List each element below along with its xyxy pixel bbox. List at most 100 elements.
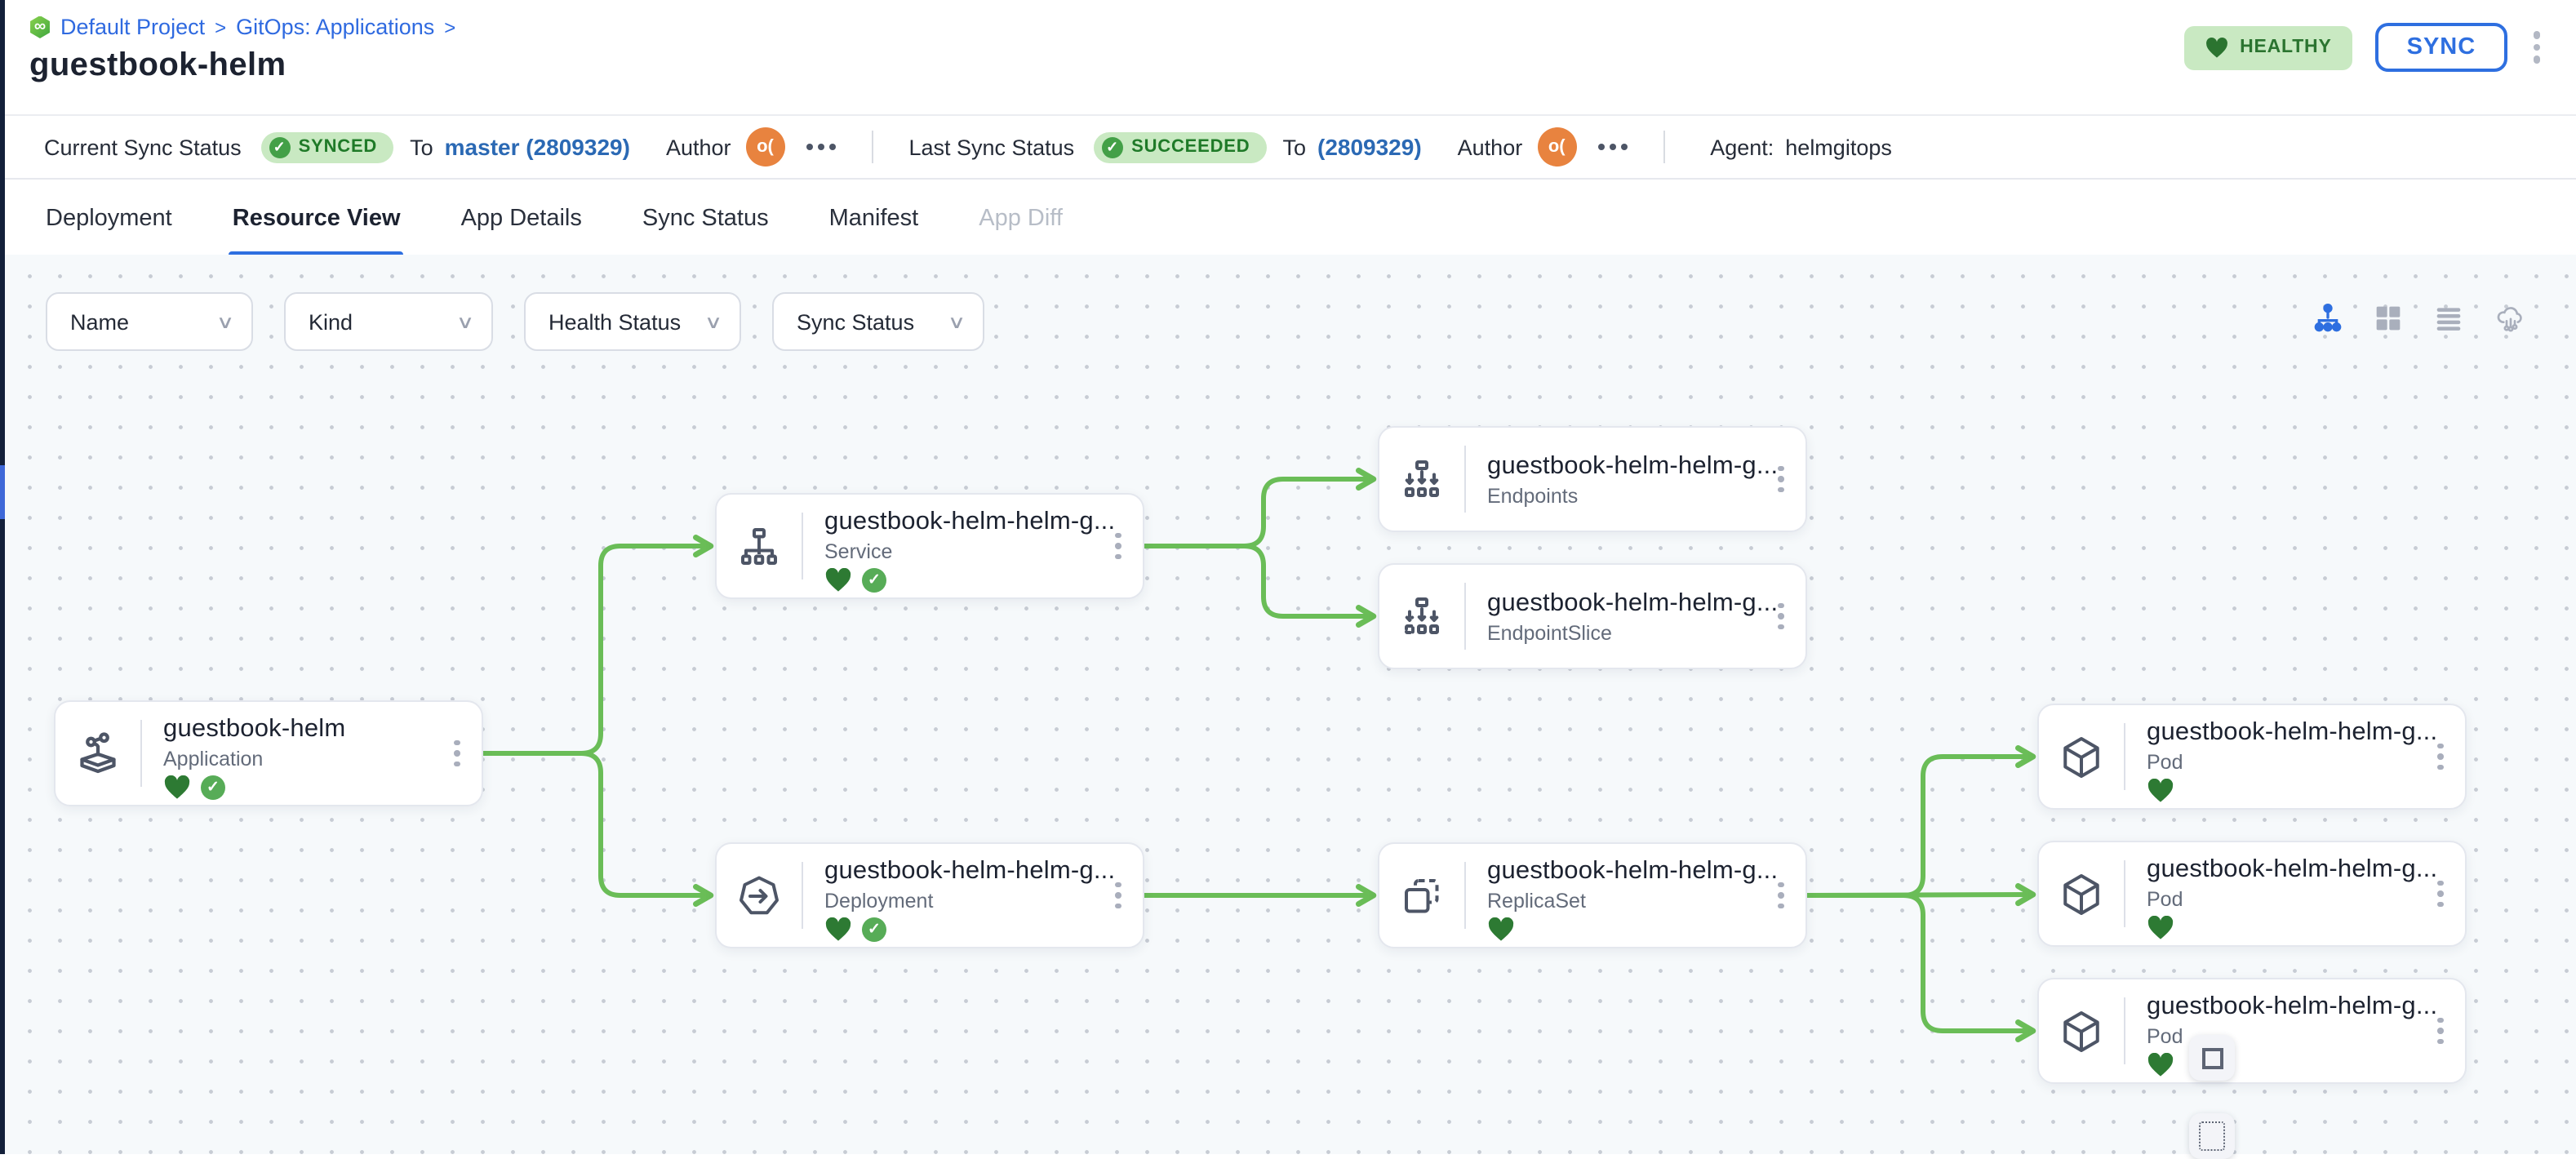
node-kind: Pod	[2147, 1025, 2183, 1048]
node-kind: Application	[163, 748, 264, 770]
check-circle-icon: ✓	[269, 136, 291, 158]
edge-rs-to-pod3	[1805, 893, 2036, 1042]
tab-resource-view[interactable]: Resource View	[229, 180, 404, 256]
chevron-down-icon: ∨	[704, 313, 723, 332]
node-title: guestbook-helm-helm-g...	[1487, 857, 1779, 885]
application-icon	[56, 702, 140, 805]
node-more-menu-icon[interactable]	[1115, 532, 1121, 560]
node-title: guestbook-helm-helm-g...	[824, 857, 1116, 885]
breadcrumb-separator: >	[215, 16, 227, 38]
tab-manifest[interactable]: Manifest	[828, 205, 919, 231]
region-select-button[interactable]	[2189, 1113, 2235, 1159]
agent-value: helmgitops	[1785, 135, 1892, 159]
divider	[1663, 131, 1665, 163]
node-kind: ReplicaSet	[1487, 890, 1586, 913]
node-more-menu-icon[interactable]	[2437, 880, 2444, 908]
resource-tree-edges	[481, 468, 2036, 1042]
commit-more-icon[interactable]	[806, 144, 836, 150]
header-more-menu-icon[interactable]	[2529, 28, 2543, 66]
healthy-heart-icon	[164, 775, 190, 799]
author-avatar[interactable]: o(	[745, 127, 785, 167]
filter-label: Health Status	[549, 309, 682, 334]
health-badge-label: HEALTHY	[2240, 38, 2332, 57]
healthy-heart-icon	[2147, 1053, 2174, 1077]
node-title: guestbook-helm	[163, 715, 346, 743]
node-title: guestbook-helm-helm-g...	[2147, 855, 2438, 883]
fit-screen-icon	[2201, 1047, 2223, 1068]
node-more-menu-icon[interactable]	[1115, 881, 1121, 909]
resource-node-endpoints[interactable]: guestbook-helm-helm-g...Endpoints	[1378, 426, 1807, 532]
breadcrumb: ∞ Default Project > GitOps: Applications…	[29, 0, 2576, 39]
resource-node-pod[interactable]: guestbook-helm-helm-g...Pod	[2037, 978, 2467, 1084]
synced-badge: ✓ SYNCED	[260, 131, 394, 162]
divider	[802, 862, 803, 929]
endpointslice-icon	[1379, 565, 1464, 668]
tree-view-icon[interactable]	[2312, 302, 2344, 335]
author-label: Author	[1457, 135, 1523, 159]
tab-app-diff: App Diff	[979, 205, 1063, 231]
synced-check-icon: ✓	[862, 917, 886, 942]
chevron-down-icon: ∨	[215, 313, 235, 332]
filter-name[interactable]: Name∨	[46, 292, 253, 351]
node-title: guestbook-helm-helm-g...	[2147, 718, 2438, 746]
deployment-icon	[717, 844, 802, 947]
last-sync-label: Last Sync Status	[908, 135, 1075, 159]
edge-app-to-dep	[481, 751, 714, 907]
node-status-icons	[1487, 917, 1778, 942]
tab-sync-status[interactable]: Sync Status	[642, 205, 769, 231]
filter-kind[interactable]: Kind ∨	[284, 292, 493, 351]
to-label: To	[410, 135, 433, 159]
view-mode-switcher	[2312, 302, 2525, 335]
node-kind: Endpoints	[1487, 484, 1579, 507]
endpoints-icon	[1379, 428, 1464, 531]
node-more-menu-icon[interactable]	[2437, 743, 2444, 770]
divider	[140, 720, 142, 787]
tab-bar: Deployment Resource View App Details Sync S…	[0, 180, 2576, 258]
node-more-menu-icon[interactable]	[1778, 602, 1784, 630]
node-more-menu-icon[interactable]	[1778, 881, 1784, 909]
node-status-icons: ✓	[163, 775, 345, 800]
resource-tree-canvas[interactable]: Name∨ Kind ∨ Health Status ∨ Sync Status∨ gue…	[0, 255, 2576, 1159]
resource-node-service[interactable]: guestbook-helm-helm-g...Service✓	[715, 493, 1144, 599]
node-more-menu-icon[interactable]	[454, 739, 460, 767]
node-status-icons	[2147, 779, 2437, 803]
node-status-icons: ✓	[824, 917, 1115, 942]
divider	[2124, 723, 2125, 790]
succeeded-badge: ✓ SUCCEEDED	[1094, 131, 1267, 162]
filter-health-status[interactable]: Health Status ∨	[524, 292, 741, 351]
fit-screen-button[interactable]	[2189, 1035, 2235, 1081]
node-kind: Deployment	[824, 890, 934, 913]
sync-button[interactable]: SYNC	[2375, 23, 2507, 72]
breadcrumb-separator: >	[444, 16, 456, 38]
node-more-menu-icon[interactable]	[1778, 465, 1784, 493]
resource-node-deployment[interactable]: guestbook-helm-helm-g... Deployment ✓	[715, 842, 1144, 948]
filter-label: Kind	[309, 309, 353, 334]
resource-node-pod[interactable]: guestbook-helm-helm-g...Pod	[2037, 841, 2467, 947]
filter-sync-status[interactable]: Sync Status∨	[772, 292, 984, 351]
breadcrumb-applications-link[interactable]: GitOps: Applications	[236, 15, 435, 39]
resource-node-endpointslice[interactable]: guestbook-helm-helm-g...EndpointSlice	[1378, 563, 1807, 669]
page-title: guestbook-helm	[29, 47, 286, 83]
service-icon	[717, 495, 802, 597]
commit-more-icon[interactable]	[1597, 144, 1628, 150]
list-view-icon[interactable]	[2432, 302, 2465, 335]
author-avatar[interactable]: o(	[1537, 127, 1577, 167]
node-more-menu-icon[interactable]	[2437, 1017, 2444, 1045]
chevron-down-icon: ∨	[455, 313, 475, 332]
breadcrumb-project-link[interactable]: Default Project	[60, 15, 206, 39]
tab-app-details[interactable]: App Details	[460, 205, 582, 231]
tab-deployment[interactable]: Deployment	[46, 205, 172, 231]
healthy-heart-icon	[2147, 779, 2174, 802]
grid-view-icon[interactable]	[2372, 302, 2405, 335]
current-revision-link[interactable]: master (2809329)	[444, 134, 630, 160]
cloud-view-icon[interactable]	[2493, 302, 2525, 335]
resource-node-pod[interactable]: guestbook-helm-helm-g...Pod	[2037, 704, 2467, 810]
check-circle-icon: ✓	[1102, 136, 1124, 158]
edge-svc-to-ep	[1142, 468, 1377, 548]
edge-svc-to-eps	[1142, 544, 1377, 628]
last-revision-link[interactable]: (2809329)	[1317, 134, 1422, 160]
resource-node-replicaset[interactable]: guestbook-helm-helm-g... ReplicaSet	[1378, 842, 1807, 948]
divider	[802, 513, 803, 580]
healthy-heart-icon	[2147, 916, 2174, 939]
